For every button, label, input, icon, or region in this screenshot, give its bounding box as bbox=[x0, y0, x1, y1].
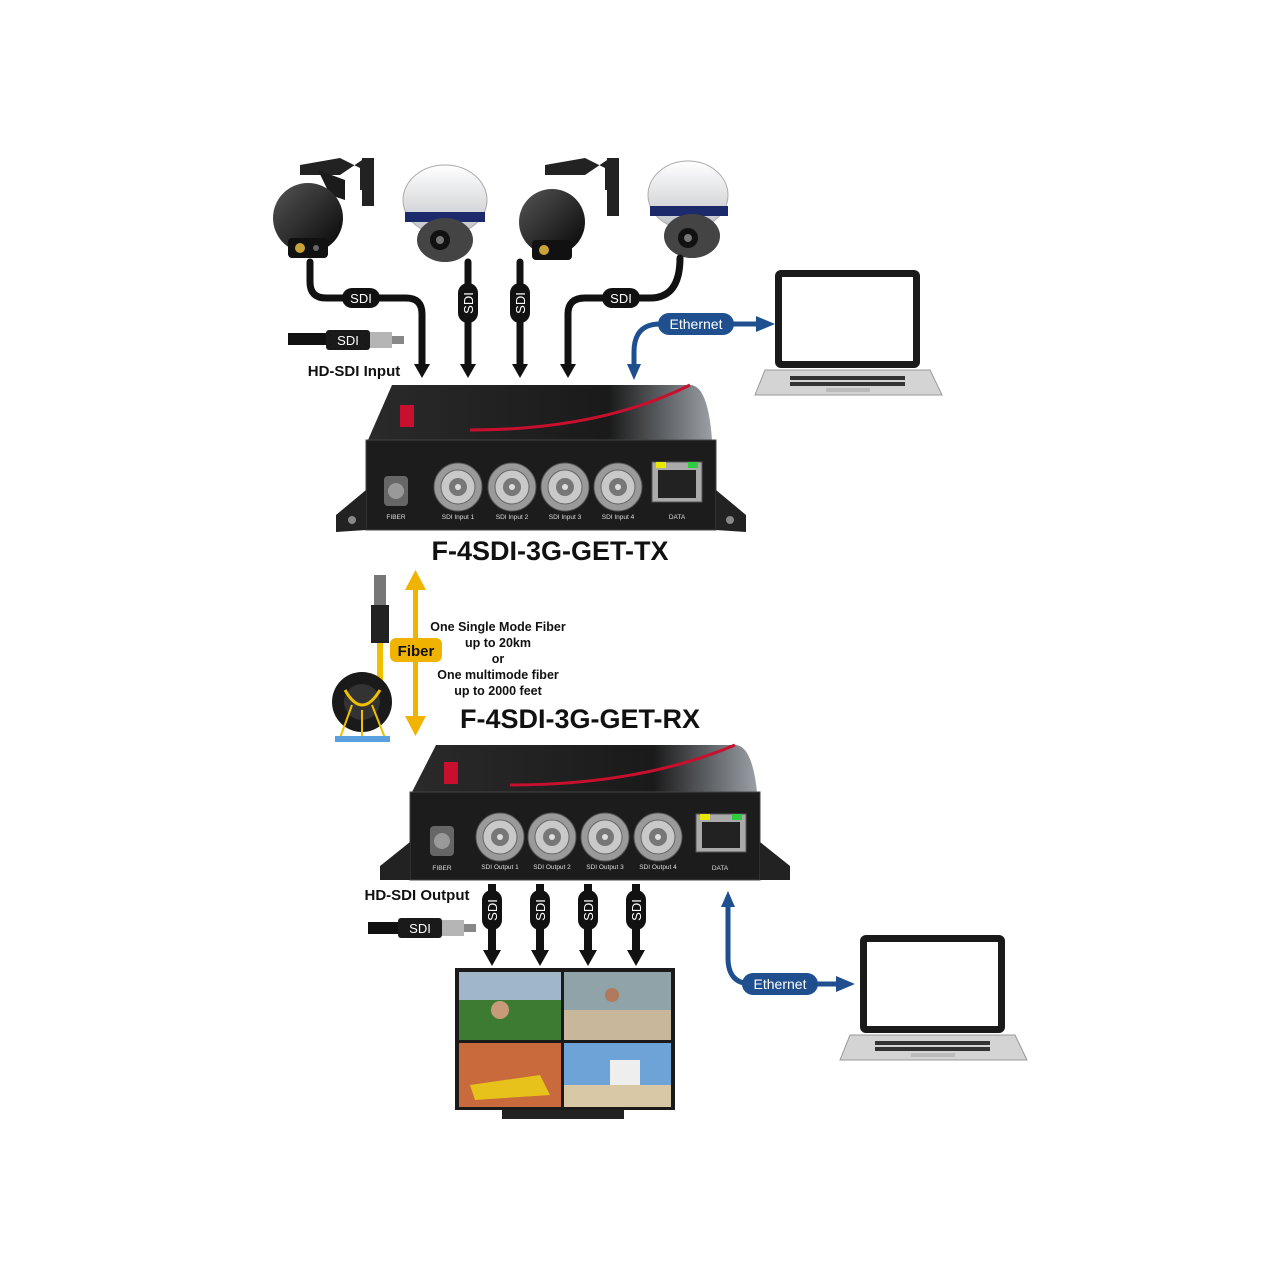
sdi-tag: SDI bbox=[342, 288, 380, 308]
port-label: SDI Input 3 bbox=[549, 514, 582, 521]
fiber-arrow: Fiber bbox=[390, 570, 442, 736]
bnc-connector-icon: SDI bbox=[368, 918, 476, 938]
bnc-port: SDI Output 2 bbox=[527, 812, 577, 871]
bnc-port: SDI Input 4 bbox=[593, 462, 643, 521]
svg-text:SDI: SDI bbox=[461, 292, 476, 314]
bnc-port: SDI Input 2 bbox=[487, 462, 537, 521]
svg-text:SDI: SDI bbox=[350, 291, 372, 306]
svg-text:or: or bbox=[492, 652, 505, 666]
bnc-connector-icon: SDI bbox=[288, 330, 404, 350]
svg-text:One multimode fiber: One multimode fiber bbox=[437, 668, 559, 682]
tx-model-name: F-4SDI-3G-GET-TX bbox=[431, 536, 668, 566]
svg-text:SDI: SDI bbox=[337, 333, 359, 348]
rx-fiber-port: FIBER bbox=[430, 826, 454, 872]
sdi-tag: SDI bbox=[510, 283, 530, 323]
svg-text:One Single Mode Fiber: One Single Mode Fiber bbox=[430, 620, 566, 634]
tx-sdi-ports: SDI Input 1 SDI Input 2 SDI Input 3 SDI Inp… bbox=[433, 462, 643, 521]
sdi-tag: SDI bbox=[458, 283, 478, 323]
fiber-reel-icon bbox=[332, 672, 392, 742]
sdi-tag-text: SDI bbox=[485, 899, 500, 921]
tx-fiber-port: FIBER bbox=[384, 476, 408, 521]
bnc-port: SDI Output 1 bbox=[475, 812, 525, 871]
rx-data-port: DATA bbox=[695, 813, 747, 872]
tx-device bbox=[336, 383, 746, 532]
svg-text:Ethernet: Ethernet bbox=[670, 316, 723, 332]
port-label: SDI Output 3 bbox=[586, 864, 624, 871]
sdi-output-cable: SDI bbox=[530, 884, 550, 966]
dome-camera-icon bbox=[647, 160, 729, 258]
port-label: SDI Output 1 bbox=[481, 864, 519, 871]
svg-text:DATA: DATA bbox=[712, 865, 729, 872]
svg-text:SDI: SDI bbox=[409, 921, 431, 936]
bnc-port: SDI Output 3 bbox=[580, 812, 630, 871]
svg-text:Fiber: Fiber bbox=[398, 643, 435, 660]
rx-device bbox=[380, 743, 790, 881]
sdi-output-cable: SDI bbox=[626, 884, 646, 966]
sdi-tag: SDI bbox=[602, 288, 640, 308]
brand-logo bbox=[444, 762, 458, 784]
fiber-connector-icon bbox=[371, 575, 389, 683]
rx-model-name: F-4SDI-3G-GET-RX bbox=[460, 704, 700, 734]
quad-monitor-icon bbox=[455, 968, 675, 1119]
tx-data-port: DATA bbox=[651, 461, 703, 521]
port-label: SDI Input 4 bbox=[602, 514, 635, 521]
bnc-port: SDI Output 4 bbox=[633, 812, 683, 871]
sdi-tag-text: SDI bbox=[629, 899, 644, 921]
svg-text:FIBER: FIBER bbox=[432, 865, 451, 872]
port-label: SDI Output 4 bbox=[639, 864, 677, 871]
rx-sdi-ports: SDI Output 1 SDI Output 2 SDI Output 3 SDI … bbox=[475, 812, 683, 871]
sdi-output-cable: SDI bbox=[578, 884, 598, 966]
bnc-port: SDI Input 1 bbox=[433, 462, 483, 521]
port-label: SDI Input 1 bbox=[442, 514, 475, 521]
svg-text:FIBER: FIBER bbox=[386, 514, 405, 521]
svg-text:up to 2000 feet: up to 2000 feet bbox=[454, 684, 542, 698]
svg-text:SDI: SDI bbox=[610, 291, 632, 306]
dome-camera-icon bbox=[402, 164, 488, 262]
port-label: SDI Input 2 bbox=[496, 514, 529, 521]
hd-sdi-input-label: HD-SDI Input bbox=[308, 363, 400, 380]
rx-sdi-cables: SDI SDI SDI SDI bbox=[482, 884, 646, 966]
svg-text:Ethernet: Ethernet bbox=[754, 976, 807, 992]
svg-text:DATA: DATA bbox=[669, 514, 686, 521]
sdi-tag-text: SDI bbox=[533, 899, 548, 921]
port-label: SDI Output 2 bbox=[533, 864, 571, 871]
brand-logo bbox=[400, 405, 414, 427]
ptz-camera-icon bbox=[519, 158, 619, 260]
fiber-note: One Single Mode Fiber up to 20km or One … bbox=[430, 620, 566, 698]
ethernet-tx-link: Ethernet bbox=[627, 313, 775, 380]
svg-text:SDI: SDI bbox=[513, 292, 528, 314]
laptop-icon bbox=[839, 935, 1028, 1061]
svg-text:up to 20km: up to 20km bbox=[465, 636, 531, 650]
bnc-port: SDI Input 3 bbox=[540, 462, 590, 521]
ethernet-rx-link: Ethernet bbox=[721, 891, 855, 995]
sdi-tag-text: SDI bbox=[581, 899, 596, 921]
sdi-output-cable: SDI bbox=[482, 884, 502, 966]
hd-sdi-output-label: HD-SDI Output bbox=[365, 887, 470, 904]
ptz-camera-icon bbox=[273, 158, 374, 258]
laptop-icon bbox=[754, 270, 943, 396]
